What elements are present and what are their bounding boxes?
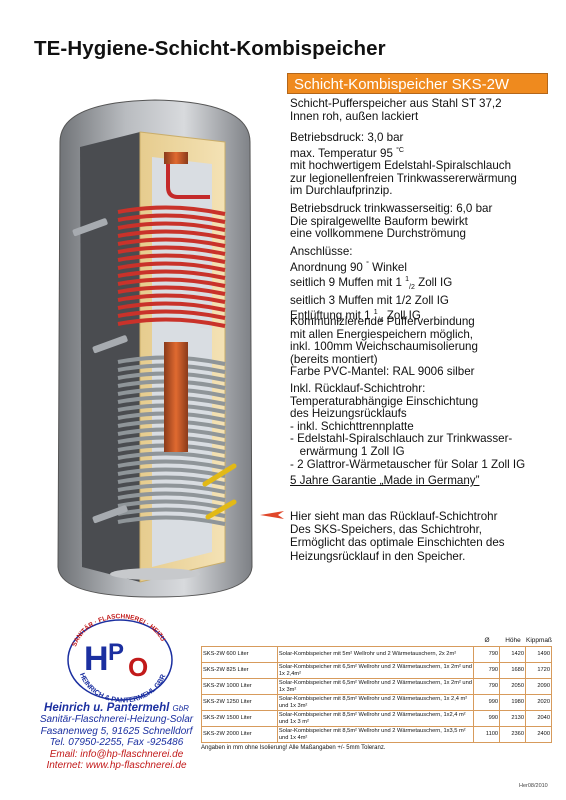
table-cell-desc: Solar-Kombispeicher mit 6,5m² Wellrohr u… [276, 678, 475, 695]
return-pipe-description: Inkl. Rücklauf-Schichtrohr: Temperaturab… [290, 382, 526, 471]
storage-tank-illustration [57, 99, 253, 598]
page-title: TE-Hygiene-Schicht-Kombispeicher [34, 37, 386, 60]
table-cell-k: 2020 [525, 694, 552, 711]
connections-description: Anschlüsse: Anordnung 90 ° Winkel seitli… [290, 245, 453, 325]
table-cell-k: 2040 [525, 710, 552, 727]
table-cell-h: 2360 [499, 726, 527, 743]
table-cell-h: 2130 [499, 710, 527, 727]
document-code: Her08/2010 [519, 783, 548, 789]
material-description: Schicht-Pufferspeicher aus Stahl ST 37,2… [290, 97, 502, 123]
guarantee: 5 Jahre Garantie „Made in Germany” [290, 474, 480, 487]
svg-text:H: H [84, 640, 109, 678]
table-cell-d: 790 [473, 678, 501, 695]
company-contact: Heinrich u. Pantermehl GbR Sanitär-Flasc… [39, 702, 194, 772]
table-cell-d: 1100 [473, 726, 501, 743]
table-cell-name: SKS-2W 825 Liter [201, 662, 278, 679]
table-cell-k: 2090 [525, 678, 552, 695]
table-cell-d: 790 [473, 646, 501, 663]
table-cell-desc: Solar-Kombispeicher mit 5m² Wellrohr und… [276, 646, 475, 663]
arrow-icon [260, 511, 284, 519]
table-cell-name: SKS-2W 2000 Liter [201, 726, 278, 743]
table-cell-d: 990 [473, 710, 501, 727]
drinking-water-description: Betriebsdruck trinkwasserseitig: 6,0 bar… [290, 202, 493, 241]
table-cell-name: SKS-2W 1500 Liter [201, 710, 278, 727]
illustration-note: Hier sieht man das Rücklauf-Schichtrohr … [290, 510, 505, 563]
table-cell-k: 2400 [525, 726, 552, 743]
table-cell-d: 990 [473, 694, 501, 711]
buffer-description: Kommunizierende Pufferverbindung mit all… [290, 315, 478, 379]
product-title: Schicht-Kombispeicher SKS-2W [287, 73, 548, 94]
table-cell-name: SKS-2W 1000 Liter [201, 678, 278, 695]
table-cell-h: 1420 [499, 646, 527, 663]
table-cell-h: 2050 [499, 678, 527, 695]
company-logo: SANITÄR · FLASCHNEREI · HEIZUNG · SOLAR … [58, 612, 173, 704]
table-cell-desc: Solar-Kombispeicher mit 6,5m² Wellrohr u… [276, 662, 475, 679]
table-cell-h: 1680 [499, 662, 527, 679]
table-cell-name: SKS-2W 1250 Liter [201, 694, 278, 711]
table-cell-k: 1720 [525, 662, 552, 679]
table-cell-d: 790 [473, 662, 501, 679]
table-cell-k: 1490 [525, 646, 552, 663]
table-cell-desc: Solar-Kombispeicher mit 8,5m² Wellrohr u… [276, 694, 475, 711]
table-cell-desc: Solar-Kombispeicher mit 8,5m² Wellrohr u… [276, 710, 475, 727]
table-cell-desc: Solar-Kombispeicher mit 8,5m² Wellrohr u… [276, 726, 475, 743]
table-footnote: Angaben in mm ohne Isolierung! Alle Maßa… [201, 745, 386, 751]
svg-text:O: O [128, 652, 148, 682]
pressure-description: Betriebsdruck: 3,0 bar max. Temperatur 9… [290, 131, 517, 198]
svg-text:P: P [108, 639, 124, 666]
table-cell-name: SKS-2W 600 Liter [201, 646, 278, 663]
table-cell-h: 1980 [499, 694, 527, 711]
